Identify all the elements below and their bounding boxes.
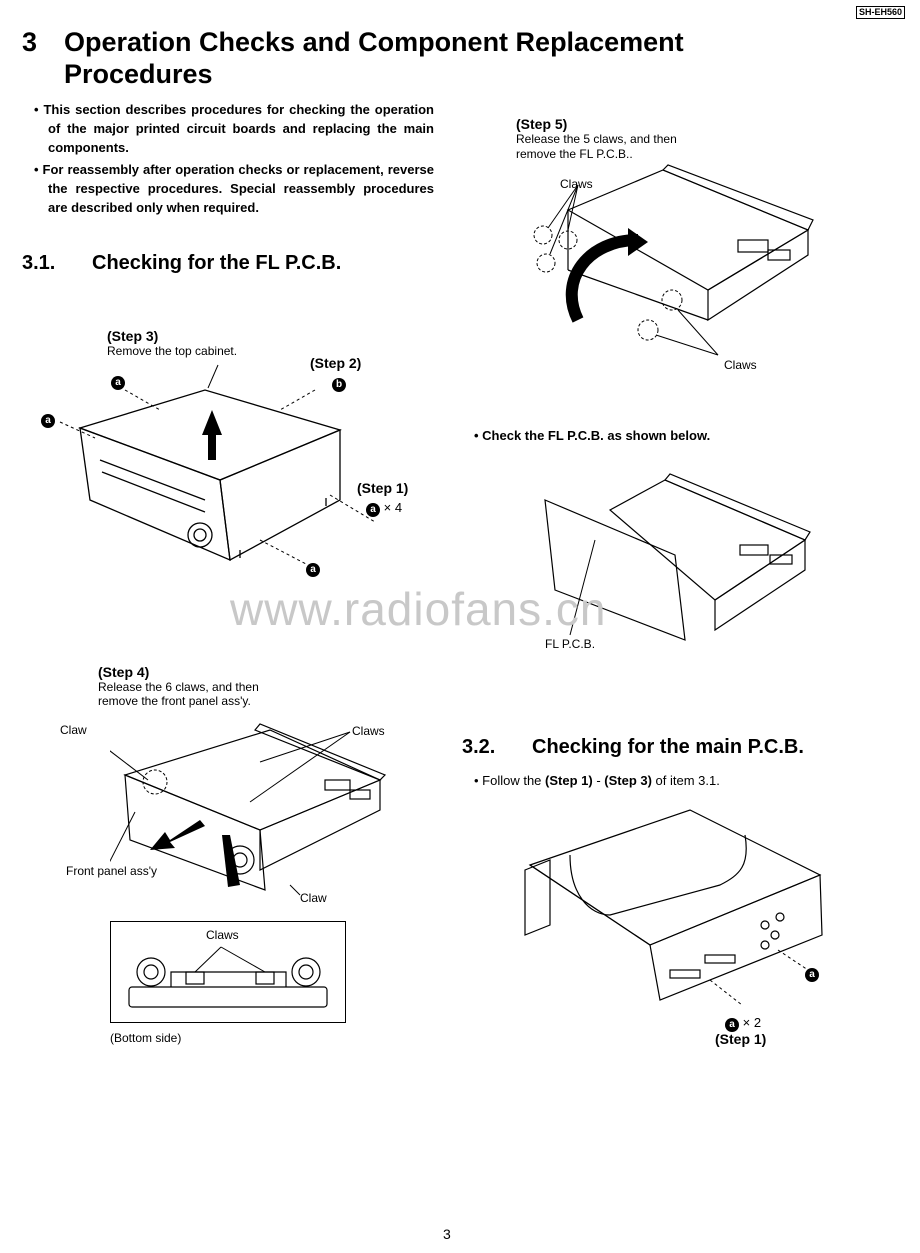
sub2-follow-text: • Follow the (Step 1) - (Step 3) of item… <box>474 773 720 788</box>
subsection-3-2-heading: 3.2. Checking for the main P.C.B. <box>462 736 804 759</box>
follow-step3: (Step 3) <box>604 773 652 788</box>
main-step1-title: (Step 1) <box>715 1031 767 1047</box>
subsection-3-2-title: Checking for the main P.C.B. <box>532 736 804 758</box>
fig1-step2-title: (Step 2) <box>310 355 362 371</box>
screw-a-marker: a <box>41 414 55 428</box>
bottom-side-inset: Claws <box>110 921 346 1023</box>
fig1-step3-title: (Step 3) <box>107 328 159 344</box>
follow-suffix: of item 3.1. <box>651 773 720 788</box>
main-pcb-chassis-diagram <box>524 809 823 1006</box>
subsection-3-1-number: 3.1. <box>22 252 56 274</box>
inset-caption: (Bottom side) <box>110 1031 182 1045</box>
fig5-label-claws-bottom: Claws <box>724 358 757 372</box>
fig4-title: (Step 4) <box>98 664 150 680</box>
fl-pcb-label: FL P.C.B. <box>545 637 596 651</box>
bottom-side-diagram <box>128 946 328 1008</box>
intro-bullet-1: • This section describes procedures for … <box>34 102 434 155</box>
follow-prefix: • Follow the <box>474 773 546 788</box>
unit-top-cabinet-diagram <box>59 364 376 566</box>
subsection-3-1-title: Checking for the FL P.C.B. <box>92 252 342 274</box>
section-number: 3 <box>22 27 38 57</box>
screw-a-marker: a <box>306 563 320 577</box>
check-fl-text: • Check the FL P.C.B. as shown below. <box>474 428 711 443</box>
section-title-line1: Operation Checks and Component Replaceme… <box>64 27 684 57</box>
inset-label-claws: Claws <box>206 928 239 942</box>
fig4-line1: Release the 6 claws, and then <box>98 680 259 694</box>
intro-bullets: • This section describes procedures for … <box>34 100 434 220</box>
screw-b-marker: b <box>332 378 346 392</box>
model-code: SH-EH560 <box>856 6 906 19</box>
main-qty: a × 2 <box>725 1015 761 1032</box>
fig5-label-claws-top: Claws <box>560 177 593 191</box>
screw-a-marker: a <box>805 968 819 982</box>
front-panel-removal-diagram <box>110 723 387 896</box>
subsection-3-2-number: 3.2. <box>462 736 496 758</box>
fig1-qty-text: × 4 <box>383 500 403 515</box>
fig5-line1: Release the 5 claws, and then <box>516 132 677 146</box>
screw-a-marker: a <box>366 503 380 517</box>
page-number: 3 <box>443 1226 451 1242</box>
fig4-label-claw-left: Claw <box>60 723 87 737</box>
fig1-step1-title: (Step 1) <box>357 480 409 496</box>
fl-pcb-removal-diagram <box>533 164 814 356</box>
screw-a-marker: a <box>725 1018 739 1032</box>
main-qty-text: × 2 <box>742 1015 762 1030</box>
section-title-line2: Procedures <box>64 59 213 89</box>
intro-bullet-2: • For reassembly after operation checks … <box>34 162 434 215</box>
fig4-label-claw-bottom: Claw <box>300 891 327 905</box>
fl-pcb-check-diagram <box>544 473 811 641</box>
fig4-label-claws-right: Claws <box>352 724 385 738</box>
fig1-step1-qty: a × 4 <box>366 500 402 517</box>
fig4-line2: remove the front panel ass'y. <box>98 694 251 708</box>
screw-a-marker: a <box>111 376 125 390</box>
fig4-label-front-panel: Front panel ass'y <box>66 864 158 878</box>
subsection-3-1-heading: 3.1. Checking for the FL P.C.B. <box>22 252 341 275</box>
follow-dash: - <box>592 773 605 788</box>
inset-pointer <box>222 835 240 887</box>
fig5-line2: remove the FL P.C.B.. <box>516 147 633 161</box>
watermark: www.radiofans.cn <box>230 583 607 635</box>
section-title: 3 Operation Checks and Component Replacem… <box>22 26 684 90</box>
fig1-step3-text: Remove the top cabinet. <box>107 344 238 358</box>
fig5-title: (Step 5) <box>516 116 568 132</box>
follow-step1: (Step 1) <box>545 773 593 788</box>
